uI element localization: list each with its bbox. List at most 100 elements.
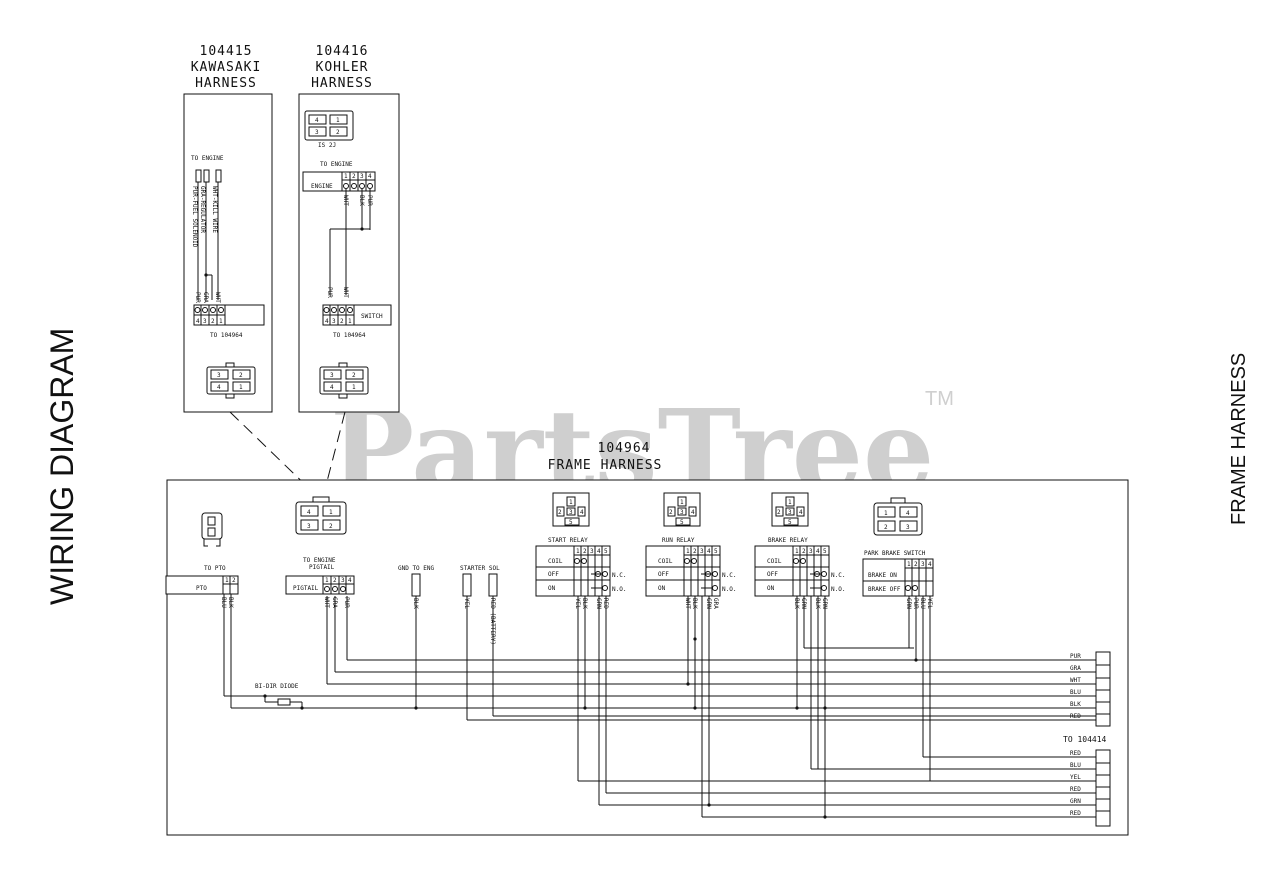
svg-text:1: 1 (907, 561, 911, 568)
svg-text:OFF: OFF (767, 571, 778, 578)
svg-text:GRA-REGULATOR: GRA-REGULATOR (199, 186, 206, 233)
svg-text:GRA: GRA (1070, 665, 1081, 672)
svg-text:WHT: WHT (342, 287, 349, 298)
svg-text:3: 3 (569, 509, 573, 516)
svg-text:1: 1 (686, 548, 690, 555)
svg-text:1: 1 (348, 318, 352, 325)
svg-text:TO ENGINE: TO ENGINE (191, 155, 224, 162)
svg-text:PARK BRAKE SWITCH: PARK BRAKE SWITCH (864, 550, 926, 557)
svg-text:2: 2 (336, 129, 340, 136)
svg-text:FRAME HARNESS: FRAME HARNESS (548, 458, 663, 473)
svg-text:BI-DIR DIODE: BI-DIR DIODE (255, 683, 299, 690)
svg-text:YEL: YEL (1070, 774, 1081, 781)
svg-text:1: 1 (329, 509, 333, 516)
svg-text:1: 1 (795, 548, 799, 555)
svg-text:WHT: WHT (1070, 677, 1081, 684)
svg-text:PUR-FUEL SOLENOID: PUR-FUEL SOLENOID (191, 186, 198, 248)
svg-text:4: 4 (330, 384, 334, 391)
svg-text:3: 3 (307, 523, 311, 530)
svg-text:BRAKE RELAY: BRAKE RELAY (768, 537, 808, 544)
svg-text:2: 2 (884, 524, 888, 531)
svg-text:2: 2 (232, 577, 236, 584)
svg-text:3: 3 (217, 372, 221, 379)
svg-text:WHT-KILL WIRE: WHT-KILL WIRE (211, 186, 218, 233)
svg-text:2: 2 (669, 509, 673, 516)
svg-text:BLU: BLU (1070, 689, 1081, 696)
svg-text:4: 4 (580, 509, 584, 516)
frame-harness: 104964 FRAME HARNESS TO PTO PTO 1 2 BLU … (165, 441, 1129, 836)
svg-text:PUR: PUR (1070, 653, 1081, 660)
svg-text:3: 3 (332, 318, 336, 325)
svg-text:4: 4 (315, 117, 319, 124)
svg-text:2: 2 (239, 372, 243, 379)
svg-text:3: 3 (680, 509, 684, 516)
svg-text:1: 1 (336, 117, 340, 124)
to-104414-label: TO 104414 (1063, 735, 1107, 744)
svg-text:3: 3 (330, 372, 334, 379)
svg-text:104415: 104415 (200, 44, 253, 59)
svg-text:GRN: GRN (1070, 798, 1081, 805)
run-relay: 1 2 3 4 5 RUN RELAY 1 2 3 4 5 COIL OFF O… (645, 492, 736, 609)
svg-text:1: 1 (325, 577, 329, 584)
svg-text:5: 5 (788, 519, 792, 526)
svg-text:KOHLER: KOHLER (316, 60, 369, 75)
svg-text:104964: 104964 (598, 441, 651, 456)
svg-text:PIGTAIL: PIGTAIL (309, 564, 335, 571)
svg-text:3: 3 (203, 318, 207, 325)
svg-text:N.O.: N.O. (612, 586, 626, 593)
svg-text:COIL: COIL (658, 558, 673, 565)
wiring-diagram-title: WIRING DIAGRAM (44, 328, 80, 605)
park-brake-switch: 1 4 2 3 PARK BRAKE SWITCH 1 2 3 4 BRAKE … (862, 497, 934, 609)
svg-text:COIL: COIL (767, 558, 782, 565)
svg-text:PUR: PUR (194, 292, 201, 303)
svg-text:3: 3 (590, 548, 594, 555)
svg-text:RED: RED (1070, 750, 1081, 757)
svg-text:N.O.: N.O. (722, 586, 736, 593)
svg-text:2: 2 (558, 509, 562, 516)
svg-text:TO ENGINE: TO ENGINE (320, 161, 353, 168)
right-connector-bottom: RED BLU YEL RED GRN RED (1070, 749, 1111, 827)
svg-text:4: 4 (816, 548, 820, 555)
svg-text:3: 3 (921, 561, 925, 568)
frame-harness-side-title: FRAME HARNESS (1228, 353, 1250, 525)
svg-text:4: 4 (691, 509, 695, 516)
svg-text:2: 2 (340, 318, 344, 325)
wire-runs: BI-DIR DIODE (223, 594, 1096, 819)
svg-text:RED: RED (1070, 810, 1081, 817)
svg-text:4: 4 (799, 509, 803, 516)
svg-text:2: 2 (329, 523, 333, 530)
svg-text:5: 5 (680, 519, 684, 526)
svg-text:1: 1 (344, 173, 348, 180)
svg-text:GND TO ENG: GND TO ENG (398, 565, 435, 572)
svg-text:GRA: GRA (712, 598, 719, 609)
svg-text:N.C.: N.C. (722, 572, 736, 579)
svg-text:4: 4 (928, 561, 932, 568)
svg-text:ON: ON (767, 585, 775, 592)
svg-text:2: 2 (352, 173, 356, 180)
svg-text:1: 1 (225, 577, 229, 584)
svg-text:104416: 104416 (316, 44, 369, 59)
svg-text:ENGINE: ENGINE (311, 183, 333, 190)
svg-text:1: 1 (680, 499, 684, 506)
svg-text:5: 5 (569, 519, 573, 526)
svg-text:BLK: BLK (1070, 701, 1081, 708)
svg-text:1: 1 (239, 384, 243, 391)
svg-text:RUN RELAY: RUN RELAY (662, 537, 695, 544)
svg-text:3: 3 (906, 524, 910, 531)
kawasaki-harness: 104415 KAWASAKI HARNESS TO ENGINE PUR-FU… (183, 44, 273, 413)
svg-text:1: 1 (884, 510, 888, 517)
svg-text:2: 2 (333, 577, 337, 584)
svg-text:TO 104964: TO 104964 (333, 332, 366, 339)
svg-text:START RELAY: START RELAY (548, 537, 588, 544)
svg-text:3: 3 (809, 548, 813, 555)
svg-text:5: 5 (714, 548, 718, 555)
svg-text:BLU: BLU (1070, 762, 1081, 769)
svg-text:SWITCH: SWITCH (361, 313, 383, 320)
svg-text:N.C.: N.C. (612, 572, 626, 579)
svg-text:4: 4 (307, 509, 311, 516)
svg-text:5: 5 (823, 548, 827, 555)
watermark-tm: TM (925, 388, 954, 410)
svg-text:2: 2 (352, 372, 356, 379)
svg-text:HARNESS: HARNESS (195, 76, 257, 91)
